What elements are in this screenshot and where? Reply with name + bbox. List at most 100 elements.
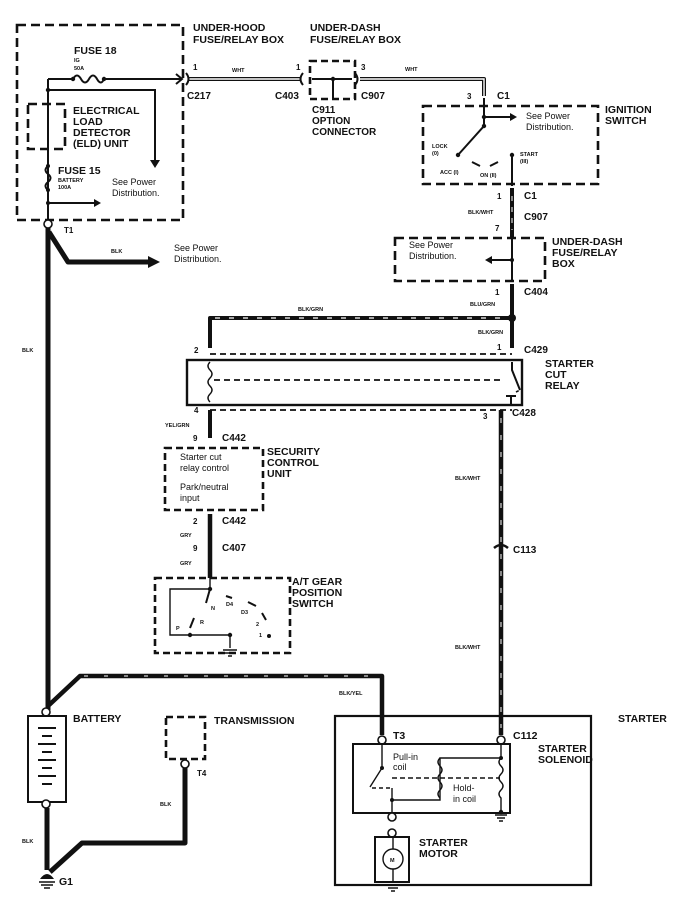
fuse-18-label: FUSE 18 bbox=[74, 45, 117, 57]
fuse-15-circuit: BATTERY bbox=[58, 178, 84, 184]
security-input-4: input bbox=[180, 493, 200, 503]
terminal-t3: T3 bbox=[393, 730, 405, 742]
eld-label-1: ELECTRICAL bbox=[73, 105, 140, 117]
motor-label-1: STARTER bbox=[419, 837, 468, 849]
connector-c428: C428 bbox=[512, 408, 536, 419]
option-connector: UNDER-DASH FUSE/RELAY BOX C911 OPTION CO… bbox=[308, 22, 401, 138]
ground-g1: G1 bbox=[39, 874, 73, 889]
pin-c442-2: 2 bbox=[193, 517, 198, 526]
blk-yel-wire: BLK/YEL bbox=[46, 673, 385, 735]
wire-label-blk-trans: BLK bbox=[160, 802, 171, 808]
connector-c407: C407 bbox=[222, 543, 246, 554]
yel-grn-wire: YEL/GRN 9 C442 bbox=[165, 410, 246, 444]
pin-c1a: 3 bbox=[467, 92, 472, 101]
relay-label-3: RELAY bbox=[545, 380, 580, 392]
gear-pos-2: 2 bbox=[256, 622, 259, 628]
under-hood-fuse-relay-box: UNDER-HOOD FUSE/RELAY BOX FUSE 18 IG 50A… bbox=[15, 22, 284, 235]
connector-c1a: C1 bbox=[497, 91, 510, 102]
at-gear-position-switch: A/T GEAR POSITION SWITCH P R N D4 D3 2 1 bbox=[153, 576, 343, 657]
see-power-1-line1: See Power bbox=[112, 177, 156, 187]
terminal-t4: T4 bbox=[197, 769, 207, 778]
blk-main-wire: BLK See Power Distribution. BLK bbox=[22, 228, 222, 710]
see-power-1-line2: Distribution. bbox=[112, 188, 160, 198]
battery-label: BATTERY bbox=[73, 713, 121, 725]
connector-c429: C429 bbox=[524, 345, 548, 356]
ignition-switch-label-1: IGNITION bbox=[605, 104, 652, 116]
wire-label-blu-grn: BLU/GRN bbox=[470, 302, 495, 308]
under-dash-label-1: UNDER-DASH bbox=[552, 236, 623, 248]
gear-pos-d4: D4 bbox=[226, 602, 234, 608]
security-input-1: Starter cut bbox=[180, 452, 222, 462]
starter: STARTER T3 C112 STARTER SOLENOID Pull-in… bbox=[333, 713, 667, 892]
pull-in-coil-label-2: coil bbox=[393, 762, 407, 772]
transmission: TRANSMISSION T4 BLK bbox=[48, 715, 295, 874]
pin-c429-2: 2 bbox=[194, 346, 199, 355]
starter-box bbox=[333, 714, 593, 887]
wire-label-blk-wht-1: BLK/WHT bbox=[468, 210, 494, 216]
ground-icon bbox=[223, 649, 237, 657]
ground-label: G1 bbox=[59, 876, 73, 888]
pin-c217: 1 bbox=[193, 63, 198, 72]
eld-label-3: DETECTOR bbox=[73, 127, 131, 139]
ignition-see-power-2: Distribution. bbox=[526, 122, 574, 132]
wht-wire-2: WHT 3 C1 bbox=[360, 67, 510, 102]
gear-switch-label-2: POSITION bbox=[292, 587, 342, 599]
starter-motor-box bbox=[374, 836, 410, 883]
wire-label-blk-wht-2: BLK/WHT bbox=[455, 476, 481, 482]
under-hood-box-label: UNDER-HOOD bbox=[193, 22, 266, 34]
see-power-t1-1: See Power bbox=[174, 243, 218, 253]
pin-c1b: 1 bbox=[497, 192, 502, 201]
pin-c428-3: 3 bbox=[483, 412, 488, 421]
relay-coil bbox=[207, 361, 213, 403]
wht-wire-1: 1 1 WHT C217 C403 bbox=[185, 63, 304, 102]
under-dash-top-label-2: FUSE/RELAY BOX bbox=[310, 34, 401, 46]
under-hood-box-outline bbox=[15, 23, 185, 222]
hold-in-coil-label-1: Hold- bbox=[453, 783, 475, 793]
under-dash-see-2: Distribution. bbox=[409, 251, 457, 261]
on-position: ON (II) bbox=[480, 173, 497, 179]
connector-c907a: C907 bbox=[361, 91, 385, 102]
pin-c429-1: 1 bbox=[497, 343, 502, 352]
security-input-3: Park/neutral bbox=[180, 482, 229, 492]
wire-label-blk-yel: BLK/YEL bbox=[339, 691, 363, 697]
connector-c404: C404 bbox=[524, 287, 548, 298]
eld-unit-box bbox=[26, 102, 67, 151]
motor-symbol: M bbox=[390, 858, 395, 864]
starter-cut-relay: STARTER CUT RELAY 4 3 C428 bbox=[185, 358, 594, 421]
ground-icon bbox=[495, 814, 507, 822]
connector-c112: C112 bbox=[513, 730, 538, 742]
motor-label-2: MOTOR bbox=[419, 848, 458, 860]
option-connector-label-1: OPTION bbox=[312, 116, 350, 127]
eld-sense-wire bbox=[48, 89, 156, 162]
ignition-switch: IGNITION SWITCH See Power Distribution. … bbox=[421, 98, 652, 186]
security-control-unit: SECURITY CONTROL UNIT Starter cut relay … bbox=[163, 446, 320, 512]
pull-in-coil-label-1: Pull-in bbox=[393, 752, 418, 762]
wire-label-wht-2: WHT bbox=[405, 67, 418, 73]
connector-c442b: C442 bbox=[222, 516, 246, 527]
lock-position-num: (0) bbox=[432, 151, 439, 157]
fuse-15-label: FUSE 15 bbox=[58, 165, 101, 177]
terminal-t1 bbox=[43, 219, 53, 229]
gry-wires: 2 C442 GRY 9 C407 GRY bbox=[180, 514, 246, 578]
start-position-num: (III) bbox=[520, 159, 528, 165]
wire-label-blk-grn-2: BLK/GRN bbox=[298, 307, 323, 313]
ground-icon bbox=[40, 874, 54, 879]
security-label-3: UNIT bbox=[267, 468, 292, 480]
pin-c404: 1 bbox=[495, 288, 500, 297]
gear-pos-d3: D3 bbox=[241, 610, 248, 616]
security-label-1: SECURITY bbox=[267, 446, 320, 458]
solenoid-label-2: SOLENOID bbox=[538, 754, 593, 766]
ground-icon bbox=[386, 884, 400, 892]
connector-c442a: C442 bbox=[222, 433, 246, 444]
wire-label-blk-t1: BLK bbox=[111, 249, 122, 255]
wire-label-gry-2: GRY bbox=[180, 561, 192, 567]
blk-grn-wires: BLK/GRN BLK/GRN 2 1 C429 bbox=[194, 284, 548, 356]
fuse-15-symbol bbox=[44, 165, 52, 191]
security-label-2: CONTROL bbox=[267, 457, 319, 469]
arrow-icon bbox=[94, 199, 101, 207]
fuse-18-rating: 50A bbox=[74, 66, 84, 72]
fuse-15-rating: 100A bbox=[58, 185, 71, 191]
wire-label-blk-grn-3: BLK/GRN bbox=[478, 330, 503, 336]
under-hood-box-label-2: FUSE/RELAY BOX bbox=[193, 34, 284, 46]
